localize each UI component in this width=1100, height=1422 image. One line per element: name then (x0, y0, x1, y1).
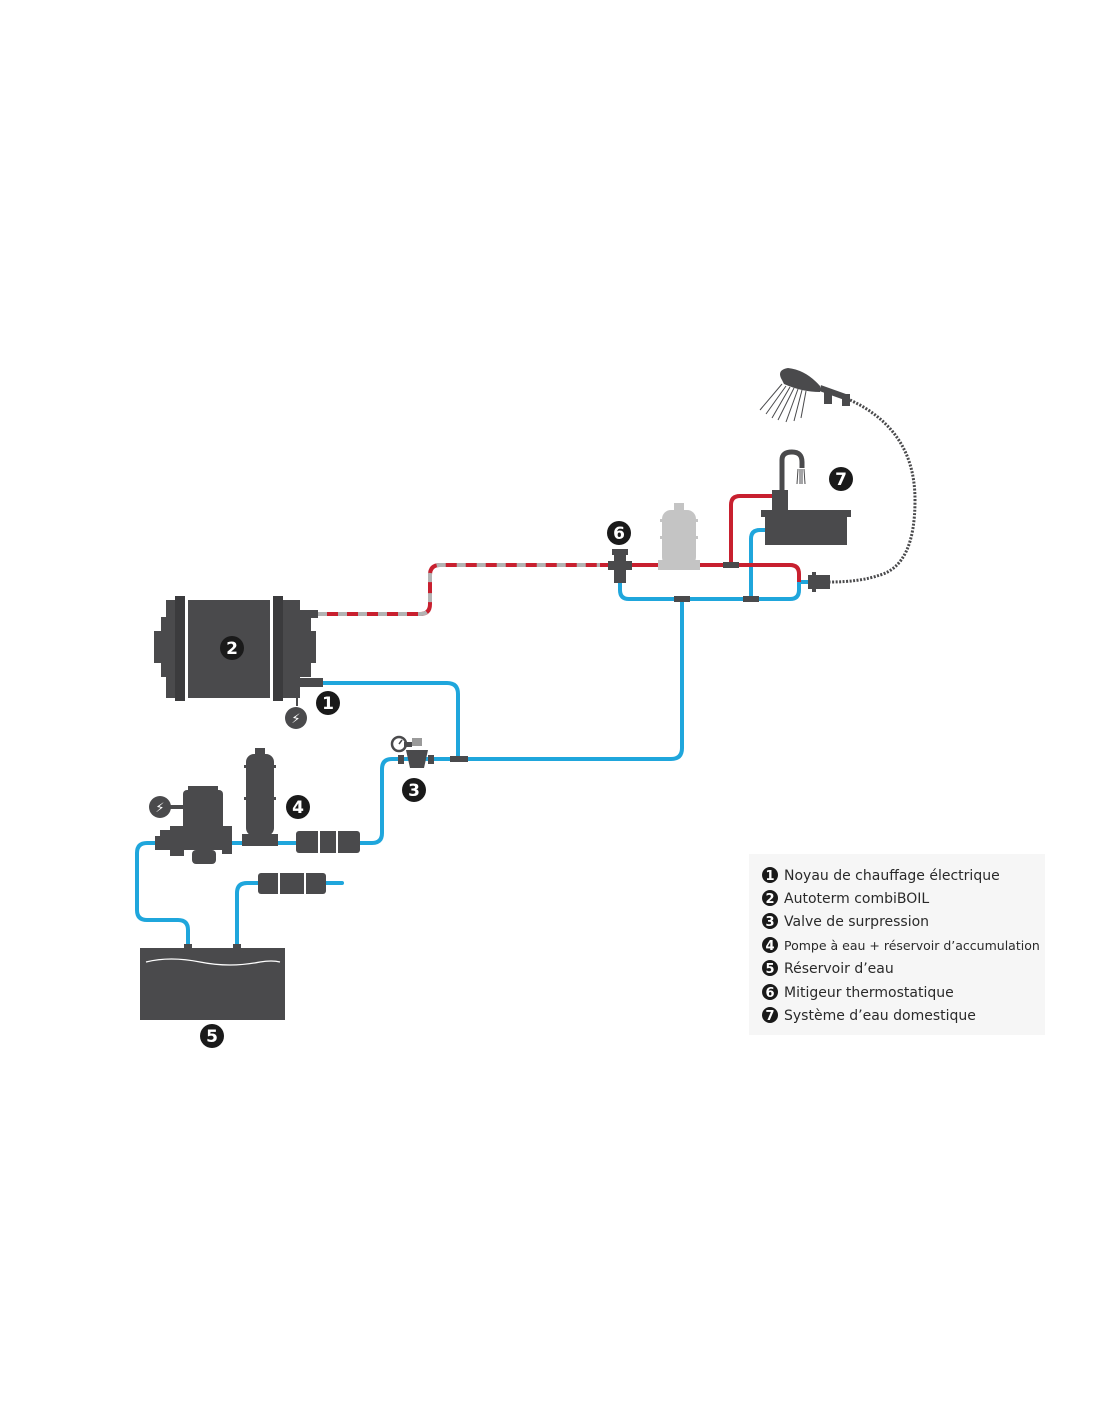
hot-water-pipes (300, 494, 801, 616)
power-icon: ⚡ (285, 707, 307, 729)
marker-3: 3 (402, 778, 426, 802)
cold-pipe-faucet-riser (749, 528, 781, 601)
hot-pipe-insulation-dashes (318, 563, 600, 616)
sink (761, 510, 851, 545)
cold-pipe-tank-to-pump (135, 841, 190, 950)
cold-pipe-core-to-junction (320, 681, 460, 761)
water-pump (155, 786, 232, 864)
marker-5: 5 (200, 1024, 224, 1048)
legend-item: 7 Système d’eau domestique (762, 1007, 976, 1024)
legend-item: 6 Mitigeur thermostatique (762, 984, 954, 1001)
legend-item-label: Noyau de chauffage électrique (784, 868, 1000, 884)
legend-item-number: 3 (765, 915, 774, 930)
legend-item-number: 1 (765, 869, 774, 884)
legend-item-number: 7 (765, 1009, 774, 1024)
power-icon-glyph: ⚡ (291, 712, 300, 727)
marker-1-label: 1 (322, 694, 334, 714)
expansion-tank (658, 503, 700, 570)
legend-item-label: Pompe à eau + réservoir d’accumulation (784, 938, 1040, 953)
legend-item-label: Autoterm combiBOIL (784, 891, 929, 907)
shower-hose (829, 398, 917, 584)
inline-filter (296, 829, 360, 855)
marker-2: 2 (220, 636, 244, 660)
accumulator-tank (242, 748, 278, 846)
cold-water-pipes (135, 528, 814, 950)
hot-pipe-faucet-riser (729, 494, 779, 565)
legend-item-number: 2 (765, 892, 774, 907)
legend-item-number: 4 (765, 939, 774, 954)
marker-7-label: 7 (835, 470, 847, 490)
faucet (772, 449, 806, 510)
marker-6-label: 6 (613, 524, 625, 544)
fill-line-filter (258, 871, 326, 896)
legend-item-label: Mitigeur thermostatique (784, 985, 954, 1001)
pump-power-icon: ⚡ (149, 796, 171, 818)
hot-pipe-mixed (628, 563, 801, 582)
marker-5-label: 5 (206, 1027, 218, 1047)
pressure-relief-valve (390, 735, 434, 768)
hot-pipe-insulated (300, 563, 610, 616)
tee-fitting (743, 596, 759, 602)
legend-item: 1 Noyau de chauffage électrique (762, 867, 1000, 884)
tee-fitting (674, 596, 690, 602)
tee-fitting (450, 756, 468, 762)
cold-pipe-main-supply (396, 596, 684, 761)
legend-item: 5 Réservoir d’eau (762, 960, 894, 977)
shower-head (759, 368, 850, 423)
shower-connector (808, 572, 830, 592)
marker-1: 1 (316, 691, 340, 715)
legend-item-label: Valve de surpression (784, 914, 929, 930)
cold-pipe-distribution (618, 558, 814, 601)
legend-item: 3 Valve de surpression (762, 913, 929, 930)
thermostatic-mixer (608, 549, 632, 583)
cold-pipe-tank-fill (235, 881, 260, 950)
legend-item: 2 Autoterm combiBOIL (762, 890, 929, 907)
marker-4: 4 (286, 795, 310, 819)
marker-6: 6 (607, 521, 631, 545)
tee-fitting (723, 562, 739, 568)
tee-fittings (450, 562, 759, 762)
legend: 1 Noyau de chauffage électrique 2 Autote… (749, 854, 1045, 1035)
power-icon-glyph: ⚡ (155, 801, 164, 816)
marker-2-label: 2 (226, 639, 238, 659)
legend-item: 4 Pompe à eau + réservoir d’accumulation (762, 937, 1040, 954)
legend-item-number: 5 (765, 962, 774, 977)
water-tank (140, 944, 285, 1020)
legend-item-label: Système d’eau domestique (784, 1008, 976, 1024)
marker-7: 7 (829, 467, 853, 491)
legend-background (749, 854, 1045, 1035)
marker-3-label: 3 (408, 781, 420, 801)
marker-4-label: 4 (292, 798, 304, 818)
legend-item-number: 6 (765, 986, 774, 1001)
cold-pipe-pump-to-valve (358, 757, 400, 845)
legend-item-label: Réservoir d’eau (784, 961, 894, 977)
